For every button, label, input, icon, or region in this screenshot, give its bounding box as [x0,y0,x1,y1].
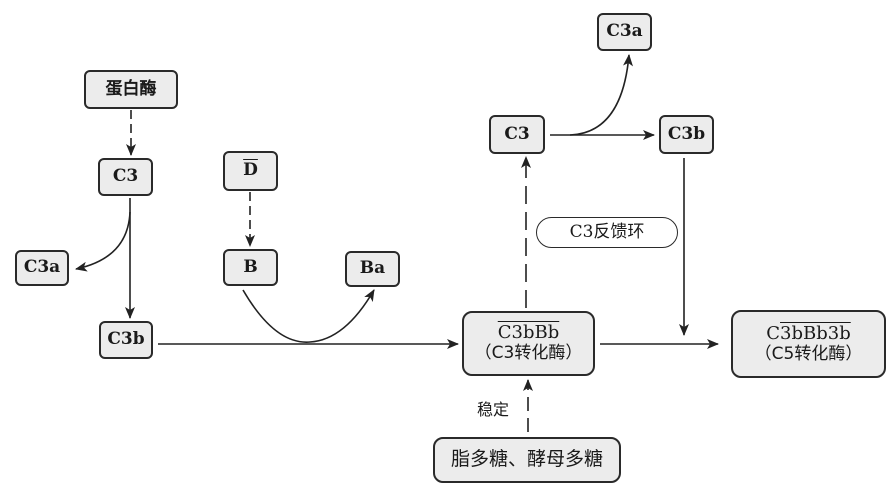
node-c3-right: C3 [489,115,545,154]
c3-convertase-name: （C3转化酶） [474,343,583,364]
node-ba-label: Ba [359,258,386,279]
node-c3-right-label: C3 [504,123,530,144]
node-b-label: B [243,256,258,277]
node-polysaccharides-label: 脂多糖、酵母多糖 [450,448,603,471]
node-c5-convertase: C3bBb3b （C5转化酶） [731,310,886,378]
node-c3-feedback-loop: C3反馈环 [536,217,678,248]
node-protease: 蛋白酶 [84,70,178,109]
node-c3b-right-label: C3b [667,123,706,144]
node-ba: Ba [345,251,400,287]
node-c3b-right: C3b [659,115,714,154]
c5-convertase-formula-prefix: C [766,322,781,344]
node-c3-feedback-loop-label: C3反馈环 [569,221,645,242]
node-c3a-top-label: C3a [606,21,643,42]
node-c3a-top: C3a [597,13,652,51]
node-c3a-left: C3a [15,250,69,286]
label-stabilize: 稳定 [477,400,510,419]
node-c3b-left: C3b [99,321,153,359]
node-d-bar: D [223,151,278,191]
node-polysaccharides: 脂多糖、酵母多糖 [433,437,621,483]
node-c3-left: C3 [98,158,153,196]
c3-convertase-formula: C3bBb [498,323,560,344]
c3-convertase-formula-overline: C3bBb [497,322,560,344]
arrow-c3-to-c3a-top [569,54,633,136]
c5-convertase-formula: C3bBb3b [766,322,851,345]
node-d-bar-label: D [243,160,258,181]
node-c3-convertase: C3bBb （C3转化酶） [462,311,595,376]
node-protease-label: 蛋白酶 [105,78,157,99]
node-c3b-left-label: C3b [107,329,145,350]
arrow-b-to-ba [242,289,375,343]
node-c3-left-label: C3 [112,166,139,187]
node-b: B [223,249,278,286]
c5-convertase-formula-overline: 3bBb3b [780,322,851,344]
node-c3a-left-label: C3a [23,257,61,278]
arrow-c3-to-c3a [75,211,131,272]
c5-convertase-name: （C5转化酶） [754,343,863,364]
